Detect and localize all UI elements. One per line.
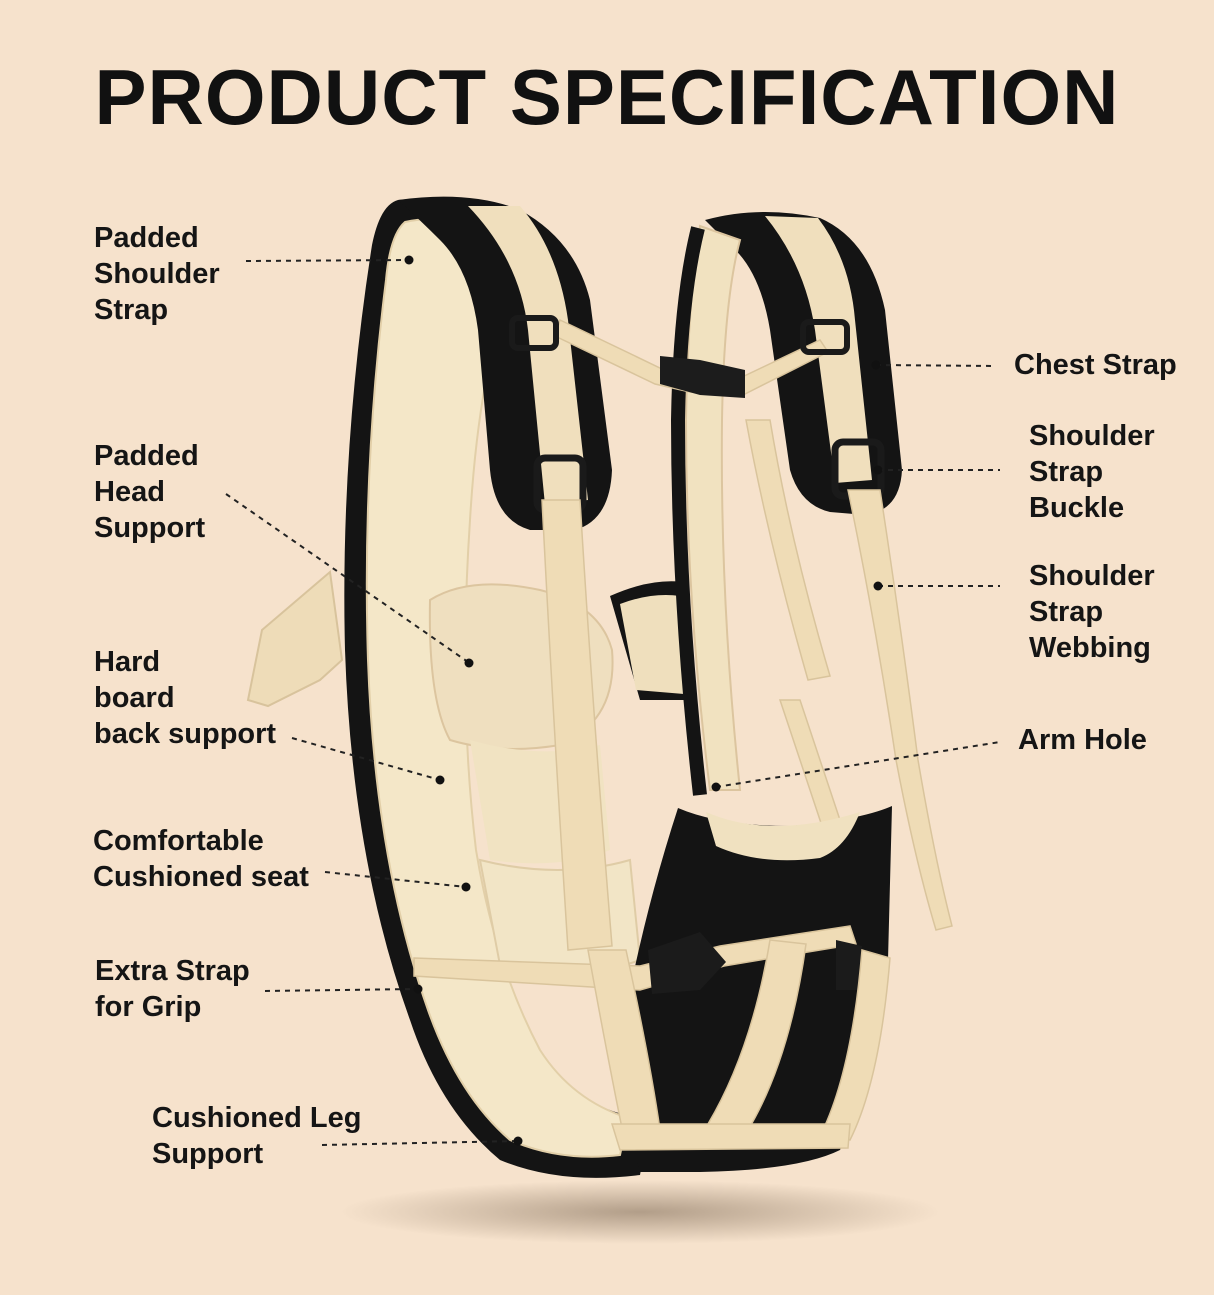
callout-lines <box>225 259 1001 1146</box>
label-line: Head <box>94 476 165 508</box>
label-shoulder-strap-buckle: Shoulder Strap Buckle <box>1029 418 1155 526</box>
right-inner-webbing <box>745 419 831 681</box>
label-padded-shoulder-strap: Padded Shoulder Strap <box>94 220 220 328</box>
left-shoulder-pad-stripe <box>468 206 588 505</box>
callout-dots <box>404 255 883 1146</box>
leg-strap-right <box>820 949 891 1141</box>
floor-shadow <box>340 1180 940 1244</box>
side-wing-left <box>246 570 344 708</box>
label-line: Webbing <box>1029 632 1151 664</box>
left-shoulder-webbing <box>541 499 613 951</box>
label-line: Strap <box>1029 456 1104 488</box>
right-shoulder-webbing <box>847 489 953 931</box>
label-line: Hard <box>94 646 161 678</box>
label-extra-strap-for-grip: Extra Strap for Grip <box>95 953 250 1025</box>
grip-strap-buckle-icon <box>648 932 726 994</box>
label-line: Padded <box>94 440 199 472</box>
right-arm-outline <box>670 226 707 796</box>
label-line: Buckle <box>1029 492 1125 524</box>
right-lower-webbing <box>778 699 841 827</box>
label-hard-board-back-support: Hard board back support <box>94 644 276 752</box>
label-line: Strap <box>1029 596 1104 628</box>
back-panel-right-inner <box>620 595 684 694</box>
waist-belt-front <box>624 806 892 1172</box>
label-line: for Grip <box>95 991 202 1023</box>
label-line: Support <box>152 1138 264 1170</box>
grip-strap-right-buckle-icon <box>836 940 862 990</box>
label-cushioned-leg-support: Cushioned Leg Support <box>152 1100 361 1172</box>
label-line: Support <box>94 512 206 544</box>
label-chest-strap: Chest Strap <box>1014 347 1177 383</box>
label-line: Chest Strap <box>1014 349 1177 381</box>
label-line: back support <box>94 718 277 750</box>
left-upper-buckle-icon <box>509 315 559 351</box>
right-upper-buckle-icon <box>800 319 850 355</box>
label-padded-head-support: Padded Head Support <box>94 438 205 546</box>
label-line: Shoulder <box>94 258 220 290</box>
label-line: Shoulder <box>1029 420 1155 452</box>
label-line: Cushioned seat <box>93 861 309 893</box>
chest-strap-buckle-icon <box>660 356 745 398</box>
label-arm-hole: Arm Hole <box>1018 722 1147 758</box>
label-line: Padded <box>94 222 199 254</box>
label-line: Comfortable <box>93 825 264 857</box>
label-line: Cushioned Leg <box>152 1102 362 1134</box>
leg-strap-bottom <box>610 1123 851 1151</box>
label-comfortable-cushioned-seat: Comfortable Cushioned seat <box>93 823 309 895</box>
label-line: Arm Hole <box>1018 724 1147 756</box>
label-line: Strap <box>94 294 169 326</box>
label-shoulder-strap-webbing: Shoulder Strap Webbing <box>1029 558 1155 666</box>
waist-belt-inner-cream <box>706 812 860 861</box>
label-line: Shoulder <box>1029 560 1155 592</box>
page-title: PRODUCT SPECIFICATION <box>94 53 1120 141</box>
label-line: board <box>94 682 175 714</box>
label-line: Extra Strap <box>95 955 250 987</box>
